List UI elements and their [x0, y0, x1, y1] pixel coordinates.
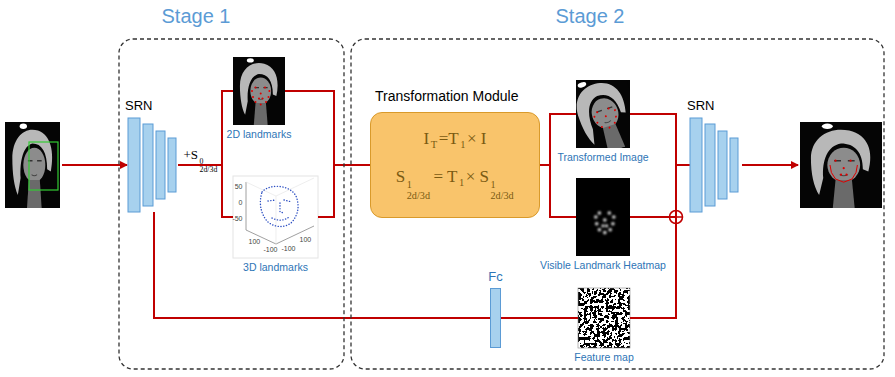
landmark-image: 2D landmarks — [233, 57, 285, 125]
network-label: SRN — [687, 98, 714, 114]
shape-vector-subscript: 2d/3d — [200, 166, 218, 174]
fc-layer: Fc — [490, 288, 501, 348]
image-caption: 2D landmarks — [225, 128, 294, 141]
formula-block: IT=T1× IS12d/3d= T1× S12d/3d — [371, 113, 539, 217]
axis-tick: -100 — [280, 245, 297, 253]
axis-tick: 0 — [237, 199, 244, 207]
axis-tick: 100 — [247, 238, 262, 246]
tick-value-symbol: 100 — [249, 238, 261, 245]
formula-subscript: 1 — [460, 139, 465, 150]
axis-tick: 50 — [233, 183, 244, 191]
stage-box: Stage 2Transformation ModuleIT=T1× IS12d… — [350, 38, 885, 370]
module-title: Transformation Module — [375, 87, 518, 105]
shape-vector-superscript: 0 — [200, 158, 218, 166]
shape-vector-label: +S02d/3d — [182, 147, 219, 174]
formula-index: 12d/3d — [407, 180, 430, 201]
axis-tick: -100 — [262, 246, 279, 254]
formula-symbol: × I — [467, 129, 487, 148]
feature-map: Feature map — [578, 288, 630, 348]
formula-subscript: 2d/3d — [407, 191, 430, 202]
connector — [285, 91, 370, 165]
heatmap-image: Visible Landmark Heatmap — [576, 178, 630, 256]
tick-value-symbol: 0 — [239, 199, 243, 206]
image-caption: Feature map — [572, 351, 636, 364]
stage-heading: Stage 1 — [162, 4, 231, 28]
connector — [154, 212, 490, 318]
output-image — [800, 122, 882, 208]
connector — [501, 317, 578, 319]
formula-symbol: =T — [439, 129, 459, 148]
shape-vector-symbol: +S — [184, 147, 199, 162]
tick-value-symbol: -100 — [282, 245, 296, 252]
formula-symbol: = T — [433, 167, 457, 186]
srn-network: SRN — [690, 118, 740, 212]
formula-index: 12d/3d — [490, 180, 513, 201]
srn-network: SRN — [128, 118, 178, 212]
stage-heading: Stage 2 — [556, 4, 625, 28]
shape-vector-index: 02d/3d — [200, 158, 218, 174]
stage-box: Stage 1SRN2D landmarks3D landmarks — [118, 38, 345, 370]
network-label: SRN — [125, 98, 152, 114]
input-image — [5, 122, 60, 208]
image-caption: 3D landmarks — [241, 261, 310, 274]
input-arrow — [62, 164, 127, 166]
connector — [630, 165, 690, 318]
formula-subscript: T — [431, 139, 437, 150]
feature-map-image — [578, 288, 630, 348]
formula-superscript: 1 — [490, 180, 513, 191]
formula-symbol: I — [424, 129, 430, 148]
connector — [540, 165, 576, 217]
srn-layers — [690, 118, 740, 212]
landmark-plot: 3D landmarks — [233, 176, 318, 258]
fc-bar — [490, 288, 501, 348]
layer-label: Fc — [488, 269, 502, 285]
formula-subscript: 2d/3d — [490, 191, 513, 202]
tick-value-symbol: -50 — [232, 215, 242, 222]
tick-value-symbol: 100 — [300, 236, 312, 243]
image-caption: Visible Landmark Heatmap — [538, 259, 668, 272]
landmark-image — [233, 57, 285, 125]
axis-tick: -50 — [231, 215, 244, 223]
formula-superscript: 1 — [407, 180, 430, 191]
formula-line: IT=T1× I — [422, 128, 488, 156]
axis-tick: 100 — [298, 236, 313, 244]
transformation-module: Transformation ModuleIT=T1× IS12d/3d= T1… — [370, 112, 540, 218]
tick-value-symbol: -100 — [264, 246, 278, 253]
image-caption: Transformed Image — [555, 151, 650, 164]
transformed-image — [576, 80, 630, 148]
connector — [630, 165, 690, 217]
connector — [178, 165, 233, 217]
tick-value-symbol: 50 — [235, 183, 243, 190]
srn-layers — [128, 118, 178, 212]
formula-symbol: S — [396, 167, 405, 186]
landmark-plot — [233, 176, 318, 258]
transformed-image: Transformed Image — [576, 80, 630, 148]
heatmap-image — [576, 178, 630, 256]
output-arrow — [742, 164, 798, 166]
formula-symbol: × S — [466, 167, 489, 186]
formula-line: S12d/3d= T1× S12d/3d — [394, 166, 515, 202]
formula-subscript: 1 — [459, 177, 464, 188]
